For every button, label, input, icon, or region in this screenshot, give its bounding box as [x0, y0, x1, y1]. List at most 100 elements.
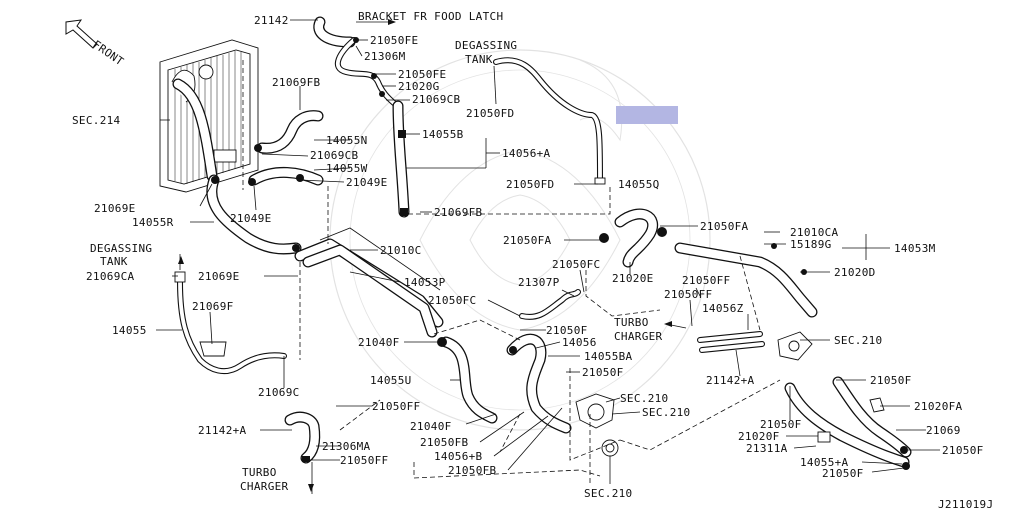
- label-21010CA: 21010CA: [790, 226, 839, 239]
- label-sec-210-center: SEC.210: [642, 406, 690, 419]
- radiator: [159, 39, 259, 193]
- label-21050FF-left: 21050FF: [372, 400, 420, 413]
- label-tank-left: TANK: [100, 255, 128, 268]
- label-21142: 21142: [254, 14, 289, 27]
- hose-21069: [832, 376, 912, 458]
- label-21050FB-top: 21050FB: [420, 436, 469, 449]
- hose-upper-left: [172, 78, 218, 182]
- pipe-14053M: [674, 242, 818, 318]
- label-21040F-top: 21040F: [358, 336, 400, 349]
- label-14056Z: 14056Z: [702, 302, 744, 315]
- label-21050FA-right: 21050FA: [700, 220, 749, 233]
- label-21050FA-left: 21050FA: [503, 234, 552, 247]
- label-14053M: 14053M: [894, 242, 936, 255]
- hose-14055W: [248, 166, 324, 186]
- label-sec-210-right: SEC.210: [834, 334, 882, 347]
- label-21050FD-top: 21050FD: [466, 107, 514, 120]
- label-21069CB-top: 21069CB: [412, 93, 461, 106]
- hose-21307P: [519, 289, 581, 320]
- label-charger-bottom: CHARGER: [240, 480, 289, 493]
- hose-14055-A: [784, 382, 910, 470]
- label-21311A: 21311A: [746, 442, 788, 455]
- label-14055A: 14055+A: [800, 456, 849, 469]
- label-14053P: 14053P: [404, 276, 446, 289]
- label-21049E-left: 21049E: [230, 212, 272, 225]
- leader-lines: [156, 19, 940, 494]
- label-21050FD-mid: 21050FD: [506, 178, 554, 191]
- label-sec-210-bottom: SEC.210: [584, 487, 632, 500]
- label-sec-210-center-top: SEC.210: [620, 392, 668, 405]
- hose-21142A: [284, 411, 321, 464]
- label-21069F: 21069F: [192, 300, 234, 313]
- label-14055N: 14055N: [326, 134, 368, 147]
- pipe-14056Z: [697, 331, 765, 353]
- label-14055BA: 14055BA: [584, 350, 633, 363]
- label-21020F: 21020F: [738, 430, 780, 443]
- hose-14055Q: [599, 208, 667, 268]
- label-21050FB-bottom: 21050FB: [448, 464, 497, 477]
- label-degassing-left: DEGASSING: [90, 242, 152, 255]
- label-21069E-mid: 21069E: [198, 270, 240, 283]
- dashed-connection-lines: [242, 60, 781, 486]
- label-21050FF-bottom: 21050FF: [340, 454, 388, 467]
- label-14055W: 14055W: [326, 162, 368, 175]
- label-21050FC-top: 21050FC: [552, 258, 600, 271]
- label-21050F-far-right: 21050F: [942, 444, 984, 457]
- hose-14055U: [437, 336, 498, 424]
- thermostat-housing: [575, 393, 619, 457]
- label-21050FF-right-bottom: 21050FF: [664, 288, 712, 301]
- hose-degassing-21050FD: [493, 57, 606, 185]
- label-21069FB-mid: 21069FB: [434, 206, 483, 219]
- label-14055B: 14055B: [422, 128, 464, 141]
- label-14055: 14055: [112, 324, 147, 337]
- label-14056B: 14056+B: [434, 450, 483, 463]
- label-bracket-fr-food-latch: BRACKET FR FOOD LATCH: [358, 10, 503, 23]
- hose-14055R: [206, 174, 302, 255]
- label-21020FA: 21020FA: [914, 400, 963, 413]
- part-labels: 21142 BRACKET FR FOOD LATCH 21050FE 2130…: [72, 10, 993, 510]
- label-14055Q: 14055Q: [618, 178, 660, 191]
- label-21069FB-top: 21069FB: [272, 76, 321, 89]
- hose-21142: [313, 16, 398, 107]
- label-21020G: 21020G: [398, 80, 440, 93]
- label-21069E-left: 21069E: [94, 202, 136, 215]
- label-21050F-center: 21050F: [582, 366, 624, 379]
- label-21050F-lower-right: 21050F: [760, 418, 802, 431]
- label-14055R: 14055R: [132, 216, 174, 229]
- label-21020E: 21020E: [612, 272, 654, 285]
- label-turbo-bottom: TURBO: [242, 466, 277, 479]
- label-21020D: 21020D: [834, 266, 876, 279]
- label-21040F-bottom: 21040F: [410, 420, 452, 433]
- label-tank-top: TANK: [465, 53, 493, 66]
- diagram-code: J211019J: [938, 498, 993, 510]
- label-21142A-right: 21142+A: [706, 374, 755, 387]
- label-21050F-right: 21050F: [870, 374, 912, 387]
- hose-14055N: [254, 110, 324, 154]
- hose-14055B: [392, 100, 410, 218]
- label-21069CA: 21069CA: [86, 270, 135, 283]
- label-14056: 14056: [562, 336, 597, 349]
- label-15189G: 15189G: [790, 238, 832, 251]
- label-21306MA: 21306MA: [322, 440, 371, 453]
- label-21050F-mid: 21050F: [546, 324, 588, 337]
- label-21307P: 21307P: [518, 276, 560, 289]
- turbo-fitting-right: [777, 331, 813, 361]
- label-21069C: 21069C: [258, 386, 300, 399]
- highlight-box: [616, 106, 678, 124]
- label-turbo-mid: TURBO: [614, 316, 649, 329]
- label-degassing-top: DEGASSING: [455, 39, 517, 52]
- label-charger-mid: CHARGER: [614, 330, 663, 343]
- label-21050FE-top: 21050FE: [370, 34, 418, 47]
- label-21050FE-mid: 21050FE: [398, 68, 446, 81]
- label-21069: 21069: [926, 424, 961, 437]
- hose-14056: [506, 333, 572, 434]
- label-21069CB-mid: 21069CB: [310, 149, 359, 162]
- label-21010C: 21010C: [380, 244, 422, 257]
- label-14056A: 14056+A: [502, 147, 551, 160]
- pipe-14053P: [294, 227, 444, 338]
- label-21050FC-mid: 21050FC: [428, 294, 476, 307]
- front-label: FRONT: [90, 38, 126, 69]
- label-14055U: 14055U: [370, 374, 412, 387]
- label-21050FF-right-top: 21050FF: [682, 274, 730, 287]
